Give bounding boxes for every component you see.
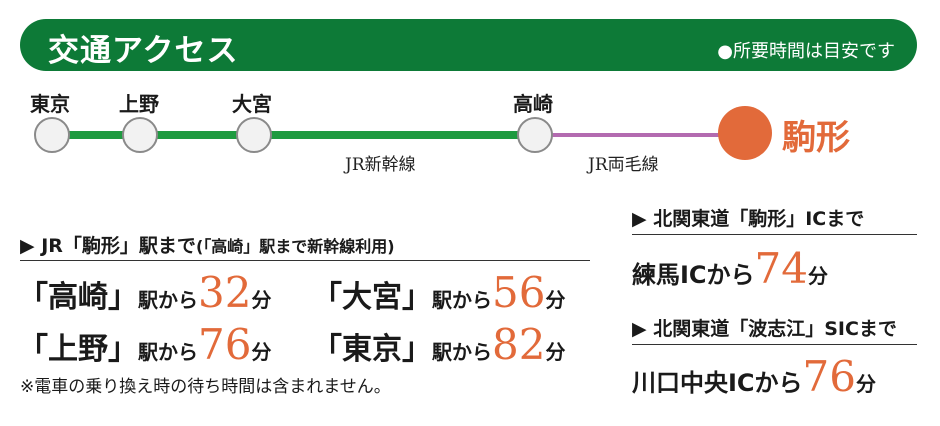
road1-time: 練馬ICから74分 bbox=[632, 244, 828, 293]
road1-from: 練馬ICから bbox=[632, 261, 755, 289]
minutes-unit: 分 bbox=[251, 288, 272, 312]
station-name: 「高崎」 bbox=[18, 280, 138, 315]
road1-unit: 分 bbox=[808, 264, 828, 288]
jr-heading-sub: (「高崎」駅まで新幹線利用) bbox=[195, 237, 395, 256]
minutes-value: 76 bbox=[198, 320, 252, 369]
from-label: 駅から bbox=[432, 340, 492, 364]
road2-minutes: 76 bbox=[802, 352, 856, 401]
page-title: 交通アクセス bbox=[48, 33, 239, 69]
station-circle-tokyo bbox=[34, 117, 70, 153]
road2-from: 川口中央ICから bbox=[632, 369, 803, 397]
destination-label: 駒形 bbox=[782, 118, 850, 158]
minutes-value: 56 bbox=[492, 268, 546, 317]
station-label-takasaki: 高崎 bbox=[513, 92, 553, 116]
minutes-value: 82 bbox=[492, 320, 546, 369]
jr-section-divider bbox=[20, 260, 590, 261]
station-circle-takasaki bbox=[517, 117, 553, 153]
destination-circle bbox=[718, 106, 772, 160]
station-name: 「上野」 bbox=[18, 332, 138, 367]
minutes-unit: 分 bbox=[545, 288, 566, 312]
shinkansen-label: JR新幹線 bbox=[345, 155, 416, 175]
jr-heading-text: ▶ JR「駒形」駅まで bbox=[20, 235, 196, 257]
road1-heading: ▶ 北関東道「駒形」ICまで bbox=[632, 208, 865, 230]
station-label-tokyo: 東京 bbox=[30, 92, 70, 116]
road2-unit: 分 bbox=[856, 372, 876, 396]
minutes-unit: 分 bbox=[251, 340, 272, 364]
station-label-ueno: 上野 bbox=[119, 92, 159, 116]
from-label: 駅から bbox=[432, 288, 492, 312]
road2-divider bbox=[632, 344, 917, 345]
header-note: ●所要時間は目安です bbox=[717, 41, 895, 62]
ryomo-label: JR両毛線 bbox=[588, 155, 659, 175]
header-banner: 交通アクセス ●所要時間は目安です bbox=[20, 19, 917, 71]
time-row-ueno: 「上野」駅から76分 bbox=[18, 320, 271, 369]
from-label: 駅から bbox=[138, 340, 198, 364]
time-row-takasaki: 「高崎」駅から32分 bbox=[18, 268, 271, 317]
station-name: 「東京」 bbox=[312, 332, 432, 367]
station-circle-ueno bbox=[122, 117, 158, 153]
jr-section-heading: ▶ JR「駒形」駅まで(「高崎」駅まで新幹線利用) bbox=[20, 231, 395, 258]
from-label: 駅から bbox=[138, 288, 198, 312]
minutes-unit: 分 bbox=[545, 340, 566, 364]
footnote: ※電車の乗り換え時の待ち時間は含まれません。 bbox=[20, 377, 391, 397]
time-row-omiya: 「大宮」駅から56分 bbox=[312, 268, 565, 317]
station-circle-omiya bbox=[236, 117, 272, 153]
station-label-omiya: 大宮 bbox=[232, 92, 272, 116]
route-map bbox=[34, 106, 772, 160]
road1-divider bbox=[632, 234, 917, 235]
road2-time: 川口中央ICから76分 bbox=[632, 352, 876, 401]
station-name: 「大宮」 bbox=[312, 280, 432, 315]
time-row-tokyo: 「東京」駅から82分 bbox=[312, 320, 565, 369]
road2-heading: ▶ 北関東道「波志江」SICまで bbox=[632, 318, 897, 340]
road1-minutes: 74 bbox=[754, 244, 808, 293]
minutes-value: 32 bbox=[198, 268, 252, 317]
